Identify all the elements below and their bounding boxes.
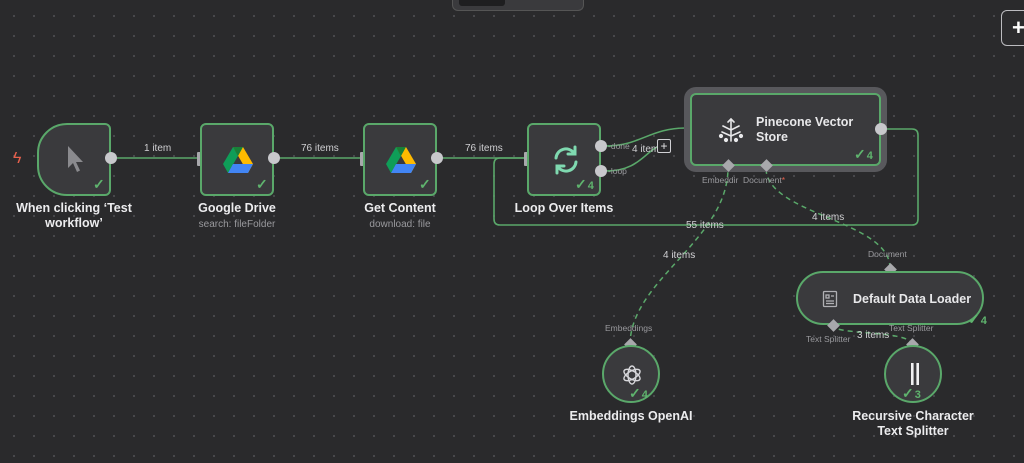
output-handle[interactable]	[875, 123, 887, 135]
output-handle-done[interactable]	[595, 140, 607, 152]
edge-label: 4 items	[663, 250, 696, 261]
cursor-pointer-icon	[57, 141, 93, 177]
port-label-text-splitter: Text Splitter	[889, 323, 934, 333]
node-recursive-character-text-splitter[interactable]: ✓3	[884, 345, 942, 403]
refresh-icon	[549, 143, 583, 177]
toolbar-tab[interactable]	[459, 0, 505, 6]
edge-label: 76 items	[301, 143, 339, 154]
success-check-icon: ✓	[93, 176, 105, 192]
add-node-button[interactable]: +	[1001, 10, 1024, 46]
add-node-plus-icon[interactable]: +	[657, 139, 671, 153]
google-drive-icon	[221, 145, 255, 175]
edge-label: 55 items	[686, 220, 724, 231]
node-embeddings-openai[interactable]: ✓4	[602, 345, 660, 403]
port-label-done: -done	[608, 141, 630, 151]
port-label-loop: -loop	[608, 166, 627, 176]
node-subtitle: download: file	[369, 219, 431, 230]
edge-pinecone-loop-back	[493, 128, 919, 226]
node-title-line2: Text Splitter	[877, 424, 949, 438]
text-splitter-icon	[905, 361, 925, 387]
node-title: Default Data Loader	[853, 292, 972, 306]
node-title: Get Content	[364, 201, 436, 215]
node-google-drive[interactable]: ✓	[200, 123, 274, 196]
port-label-embedding: Embeddir	[702, 175, 739, 185]
success-check-icon: ✓	[419, 176, 431, 192]
port-label-embeddings: Embeddings	[605, 323, 653, 333]
output-handle[interactable]	[268, 152, 280, 164]
edge-embeddings-pinecone	[629, 167, 729, 346]
top-toolbar[interactable]	[452, 0, 584, 11]
node-title-line2: Store	[756, 130, 788, 144]
node-title: Recursive Character Text Splitter	[838, 409, 988, 439]
output-handle-loop[interactable]	[595, 165, 607, 177]
success-check-icon: ✓4	[968, 311, 987, 327]
output-handle[interactable]	[431, 152, 443, 164]
node-title: When clicking ‘Test workflow’	[16, 201, 132, 230]
success-check-icon: ✓	[256, 176, 268, 192]
edge-loop-done-pinecone	[605, 127, 687, 147]
node-manual-trigger[interactable]: ✓	[37, 123, 111, 196]
port-label-document: Document	[868, 249, 907, 259]
node-loop-over-items[interactable]: ✓4	[527, 123, 601, 196]
edge-label: 4 item	[632, 144, 660, 155]
success-check-icon: ✓4	[575, 176, 594, 192]
node-subtitle: search: fileFolder	[198, 219, 276, 230]
port-label-document: Document*	[743, 175, 786, 185]
port-label-text-splitter: Text Splitter	[806, 334, 851, 344]
document-icon	[820, 289, 840, 309]
node-title: Google Drive	[198, 201, 276, 215]
edge-label: 1 item	[144, 143, 172, 154]
node-pinecone-vector-store[interactable]: Pinecone Vector Store ✓4	[690, 93, 881, 166]
success-check-icon: ✓4	[854, 146, 873, 162]
node-title-line1: Recursive Character	[852, 409, 974, 423]
node-default-data-loader[interactable]: Default Data Loader ✓4	[796, 271, 987, 327]
node-get-content[interactable]: ✓	[363, 123, 437, 196]
lightning-bolt-icon: ϟ	[13, 150, 22, 167]
success-check-icon: ✓3	[902, 385, 921, 401]
node-title: Loop Over Items	[514, 201, 614, 215]
pinecone-icon	[716, 115, 746, 145]
google-drive-icon	[384, 145, 418, 175]
edge-label: 4 items	[812, 212, 845, 223]
edge-label: 3 items	[857, 330, 890, 341]
openai-icon	[618, 361, 646, 389]
edge-loader-pinecone	[765, 167, 891, 269]
output-handle[interactable]	[105, 152, 117, 164]
plus-icon: +	[1012, 15, 1024, 40]
node-title: Pinecone Vector Store	[756, 115, 853, 145]
node-title: Embeddings OpenAI	[569, 409, 693, 423]
edge-label: 76 items	[465, 143, 503, 154]
node-title-line1: Pinecone Vector	[756, 115, 854, 129]
success-check-icon: ✓4	[629, 385, 648, 401]
